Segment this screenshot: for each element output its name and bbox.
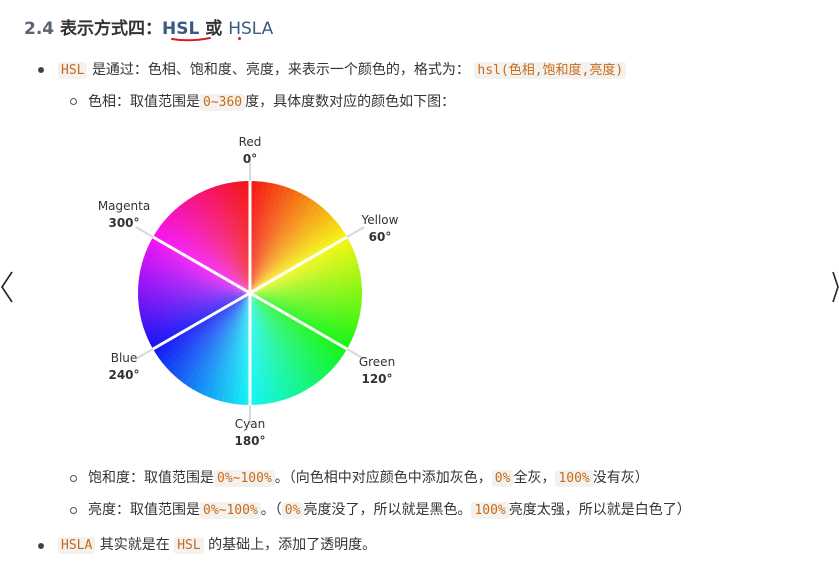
wheel-label-yellow: Yellow 60° xyxy=(352,212,408,246)
wheel-divider-line xyxy=(249,227,362,295)
code-lightness-full: 100% xyxy=(471,502,509,519)
saturation-text-2: 。（向色相中对应颜色中添加灰色， xyxy=(274,470,492,486)
wheel-label-yellow-name: Yellow xyxy=(361,213,399,227)
hsla-description: HSLA 其实就是在 HSL 的基础上，添加了透明度。 xyxy=(58,535,376,556)
lightness-text-3: 亮度没了，所以就是黑色。 xyxy=(303,502,472,518)
hue-text-2: 度，具体度数对应的颜色如下图： xyxy=(245,94,456,110)
wheel-label-green-deg: 120° xyxy=(361,372,393,386)
heading-or: 或 xyxy=(205,19,223,39)
bullet-circle xyxy=(70,475,77,482)
wheel-label-magenta-deg: 300° xyxy=(108,216,140,230)
bullet-disc xyxy=(38,543,44,549)
code-lightness-zero: 0% xyxy=(281,502,304,519)
code-hsl-ref: HSL xyxy=(174,537,204,554)
section-title-prefix: 表示方式四： xyxy=(60,19,163,39)
bullet-circle xyxy=(70,98,77,105)
code-hsla: HSLA xyxy=(58,537,96,554)
saturation-text-3: 全灰， xyxy=(513,470,556,486)
wheel-tick-line xyxy=(135,348,154,360)
red-underline-annotation xyxy=(171,37,211,42)
lightness-text-1: 亮度：取值范围是 xyxy=(88,502,200,518)
code-saturation-range: 0%~100% xyxy=(214,470,275,487)
heading-hsl: HSL xyxy=(162,19,200,39)
wheel-label-magenta: Magenta 300° xyxy=(92,198,156,232)
wheel-tick-line xyxy=(135,226,154,238)
code-hsl-format: hsl(色相,饱和度,亮度) xyxy=(474,62,627,79)
code-lightness-range: 0%~100% xyxy=(200,502,261,519)
wheel-divider-line xyxy=(249,291,362,359)
saturation-text-4: 没有灰） xyxy=(592,470,649,486)
wheel-label-red-deg: 0° xyxy=(242,152,258,166)
color-wheel-graphic xyxy=(135,161,365,425)
hsl-description-text: 是通过：色相、饱和度、亮度，来表示一个颜色的，格式为： xyxy=(91,62,470,78)
next-page-icon[interactable] xyxy=(831,270,839,304)
hsl-description: HSL 是通过：色相、饱和度、亮度，来表示一个颜色的，格式为： hsl(色相,饱… xyxy=(58,60,627,81)
previous-page-icon[interactable] xyxy=(0,270,14,304)
code-saturation-zero: 0% xyxy=(491,470,514,487)
wheel-label-blue-deg: 240° xyxy=(108,368,140,382)
wheel-label-blue: Blue 240° xyxy=(102,350,146,384)
bullet-disc xyxy=(38,67,44,73)
code-hsl: HSL xyxy=(58,62,88,79)
section-number: 2.4 xyxy=(24,19,55,39)
lightness-text-4: 亮度太强，所以就是白色了） xyxy=(508,502,691,518)
bullet-circle xyxy=(70,507,77,514)
wheel-label-cyan: Cyan 180° xyxy=(228,416,272,450)
hsla-text-2: 的基础上，添加了透明度。 xyxy=(208,537,377,553)
section-heading: 2.4 表示方式四：HSL 或 HSLA xyxy=(24,14,273,39)
hue-text-1: 色相：取值范围是 xyxy=(88,94,200,110)
wheel-label-red: Red 0° xyxy=(230,134,270,168)
wheel-label-cyan-name: Cyan xyxy=(234,417,266,431)
wheel-tick-line xyxy=(346,226,365,238)
code-hue-range: 0~360 xyxy=(200,94,246,111)
code-saturation-full: 100% xyxy=(555,470,593,487)
hsla-text-1: 其实就是在 xyxy=(99,537,170,553)
wheel-label-red-name: Red xyxy=(238,135,262,149)
saturation-text-1: 饱和度：取值范围是 xyxy=(88,470,214,486)
wheel-label-green: Green 120° xyxy=(352,354,402,388)
lightness-text-2: 。（ xyxy=(260,502,282,518)
wheel-label-magenta-name: Magenta xyxy=(97,199,151,213)
wheel-label-yellow-deg: 60° xyxy=(368,230,392,244)
wheel-label-green-name: Green xyxy=(358,355,396,369)
heading-hsla: HSLA xyxy=(228,19,274,39)
wheel-tick-line xyxy=(346,348,365,360)
wheel-divider-line xyxy=(138,227,251,295)
wheel-label-cyan-deg: 180° xyxy=(234,434,266,448)
hue-color-wheel: Red 0° Yellow 60° Green 120° Cyan 180° B… xyxy=(90,128,420,453)
wheel-divider-line xyxy=(138,291,251,359)
red-dot-annotation xyxy=(238,37,241,40)
wheel-label-blue-name: Blue xyxy=(110,351,138,365)
